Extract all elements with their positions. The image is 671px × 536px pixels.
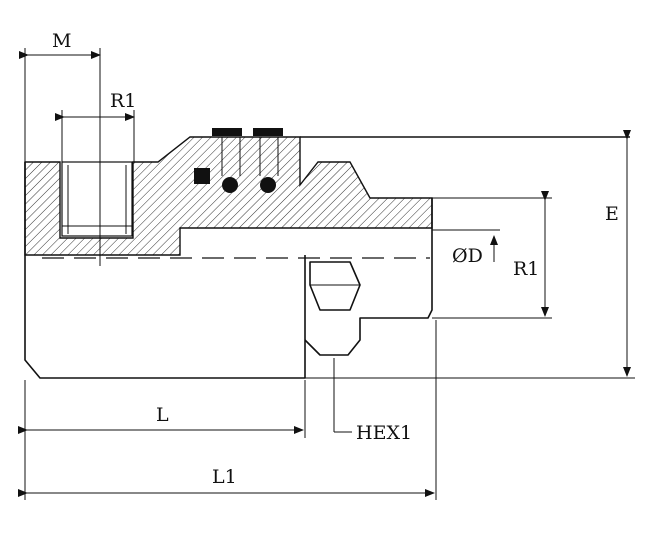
seal-top	[253, 128, 283, 136]
o-ring	[260, 177, 276, 193]
label-r1-right: R1	[513, 258, 539, 280]
threaded-port	[61, 161, 133, 237]
label-e: E	[605, 203, 619, 225]
nose-outline	[304, 198, 433, 356]
label-m: M	[52, 30, 71, 52]
label-r1-top: R1	[110, 90, 136, 112]
seal-top	[212, 128, 242, 136]
o-ring	[222, 177, 238, 193]
groove-lines	[221, 137, 279, 176]
section-hatch-left	[24, 136, 433, 256]
label-od: ØD	[452, 245, 483, 267]
body-outline	[24, 162, 306, 379]
seal-block	[194, 168, 210, 184]
hex-flats	[309, 261, 361, 311]
label-l: L	[156, 404, 169, 426]
label-hex1: HEX1	[356, 422, 412, 444]
label-l1: L1	[212, 466, 237, 488]
